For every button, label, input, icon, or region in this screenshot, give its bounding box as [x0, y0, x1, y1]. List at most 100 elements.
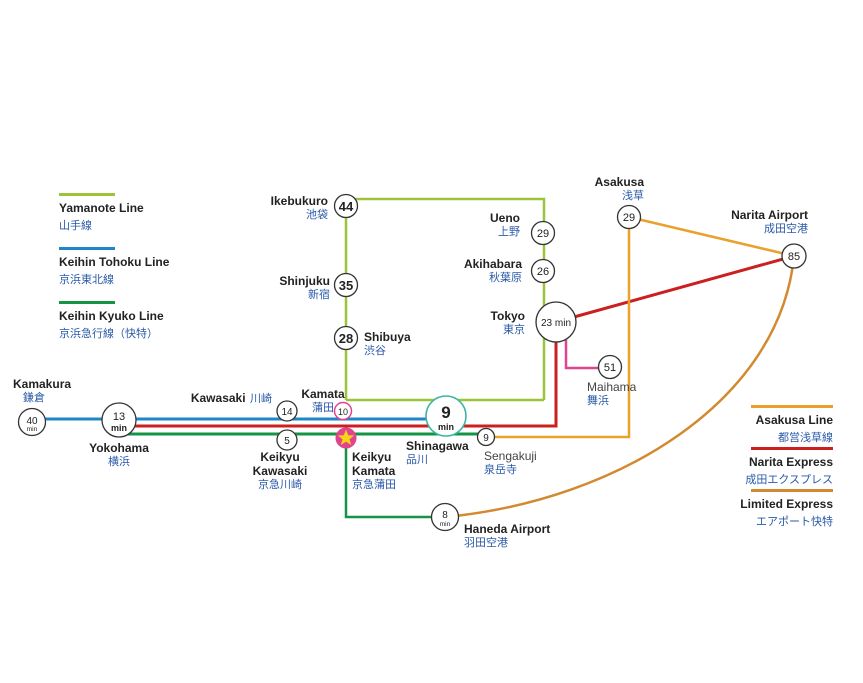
station-name: Kamakura [13, 377, 72, 391]
ikebukuro-minutes: 44 [339, 199, 354, 214]
akihabara-minutes: 26 [537, 266, 549, 278]
station-name: Ueno [490, 211, 520, 225]
kawasaki-circle[interactable] [276, 400, 298, 422]
legend-narita-express: Narita Express 成田エクスプレス [713, 447, 833, 487]
station-name: Keikyu [260, 450, 300, 464]
legend-swatch [751, 405, 833, 408]
shinjuku-circle[interactable] [333, 272, 359, 298]
station-name-jp: 成田空港 [764, 222, 808, 235]
station-name: Ikebukuro [270, 194, 328, 208]
station-name-jp: 羽田空港 [464, 536, 508, 549]
station-name-jp: 京急蒲田 [352, 478, 396, 491]
shibuya-minutes: 28 [339, 331, 353, 346]
asakusa-minutes: 29 [623, 212, 635, 224]
haneda-minutes: 8 [442, 510, 448, 521]
station-name: Kawasaki [190, 391, 246, 405]
station-label-akihabara: Akihabara 秋葉原 [440, 257, 522, 284]
kamakura-circle[interactable] [17, 407, 47, 437]
station-name-jp: 渋谷 [364, 344, 386, 357]
haneda-unit: min [440, 521, 451, 528]
legend-swatch [59, 193, 115, 196]
maihama-minutes: 51 [604, 362, 616, 374]
kamata-circle[interactable] [333, 401, 353, 421]
legend-swatch [751, 489, 833, 492]
station-name-jp: 横浜 [108, 455, 130, 468]
station-name: Keikyu [352, 450, 392, 464]
kamakura-minutes: 40 [26, 416, 38, 427]
station-name-jp: 京急川崎 [258, 478, 302, 491]
station-label-yokohama: Yokohama 横浜 [79, 441, 159, 468]
station-label-kamata: Kamata 蒲田 [293, 387, 353, 414]
station-name-jp: 泉岳寺 [484, 463, 517, 476]
tokyo-circle[interactable] [535, 301, 577, 343]
legend-swatch [59, 301, 115, 304]
narita-express-line [119, 322, 558, 428]
station-name: Akihabara [463, 257, 522, 271]
station-label-ikebukuro: Ikebukuro 池袋 [250, 194, 328, 221]
station-name: Asakusa [594, 175, 644, 189]
station-name-jp: 舞浜 [587, 394, 609, 407]
legend-label-jp: 都営浅草線 [778, 432, 833, 444]
shinagawa-unit: min [438, 422, 454, 432]
yokohama-circle[interactable] [101, 402, 137, 438]
narita-circle[interactable] [781, 243, 807, 269]
station-name: Shibuya [364, 330, 411, 344]
ueno-circle[interactable] [530, 220, 556, 246]
legend-label-jp: 山手線 [59, 220, 92, 232]
station-name: Haneda Airport [464, 522, 551, 536]
station-name-jp: 蒲田 [312, 401, 334, 414]
legend-label: Yamanote Line [59, 201, 144, 215]
shinagawa-circle[interactable] [425, 395, 467, 437]
limited-express-line [445, 255, 796, 519]
narita-express-branch [555, 254, 795, 324]
station-label-keikyu-kawasaki: Keikyu Kawasaki 京急川崎 [240, 450, 320, 491]
station-label-keikyu-kamata: Keikyu Kamata 京急蒲田 [352, 450, 396, 491]
legend-asakusa: Asakusa Line 都営浅草線 [713, 405, 833, 445]
legend-limited-express: Limited Express エアポート快特 [713, 489, 833, 529]
sengakuji-minutes: 9 [483, 433, 489, 444]
legend-swatch [59, 247, 115, 250]
asakusa-line [486, 215, 795, 439]
station-name-2: Kamata [352, 463, 396, 478]
station-name: Sengakuji [484, 449, 537, 463]
legend-keihin-tohoku: Keihin Tohoku Line 京浜東北線 [59, 247, 199, 287]
maihama-circle[interactable] [597, 354, 623, 380]
legend-label: Keihin Kyuko Line [59, 309, 164, 323]
legend-label-jp: 京浜東北線 [59, 274, 114, 286]
star-icon [337, 429, 355, 445]
keikyu-kawasaki-circle[interactable] [276, 429, 298, 451]
legend-label-jp: 成田エクスプレス [745, 474, 833, 486]
station-label-shinagawa: Shinagawa 品川 [406, 439, 469, 466]
narita-minutes: 85 [788, 251, 800, 263]
station-label-kamakura: Kamakura 鎌倉 [13, 377, 72, 404]
station-name: Shinagawa [406, 439, 469, 453]
yokohama-unit: min [111, 423, 127, 433]
ikebukuro-circle[interactable] [333, 193, 359, 219]
station-name: Yokohama [89, 441, 149, 455]
legend-label-jp: エアポート快特 [756, 516, 833, 528]
shinagawa-minutes: 9 [441, 403, 450, 422]
akihabara-circle[interactable] [530, 258, 556, 284]
station-name: Shinjuku [279, 274, 330, 288]
station-name-jp: 上野 [498, 225, 520, 238]
station-name-jp: 鎌倉 [23, 391, 45, 404]
sengakuji-circle[interactable] [476, 427, 496, 447]
station-name-jp: 東京 [503, 323, 525, 336]
station-label-sengakuji: Sengakuji 泉岳寺 [484, 449, 537, 476]
maihama-branch-line [564, 340, 610, 370]
haneda-circle[interactable] [430, 502, 460, 532]
station-label-shinjuku: Shinjuku 新宿 [250, 274, 330, 301]
station-name-jp: 川崎 [250, 393, 272, 405]
station-name-jp: 浅草 [622, 189, 644, 202]
station-name-jp: 品川 [406, 453, 428, 466]
legend-label: Keihin Tohoku Line [59, 255, 170, 269]
legend-swatch [751, 447, 833, 450]
shibuya-circle[interactable] [333, 325, 359, 351]
station-name-jp: 新宿 [308, 288, 330, 301]
asakusa-circle[interactable] [616, 204, 642, 230]
station-label-ueno: Ueno 上野 [440, 211, 520, 238]
shinjuku-minutes: 35 [339, 278, 353, 293]
yokohama-minutes: 13 [113, 411, 125, 423]
station-name-jp: 池袋 [306, 208, 328, 221]
keikyu-kawasaki-minutes: 5 [284, 436, 290, 447]
